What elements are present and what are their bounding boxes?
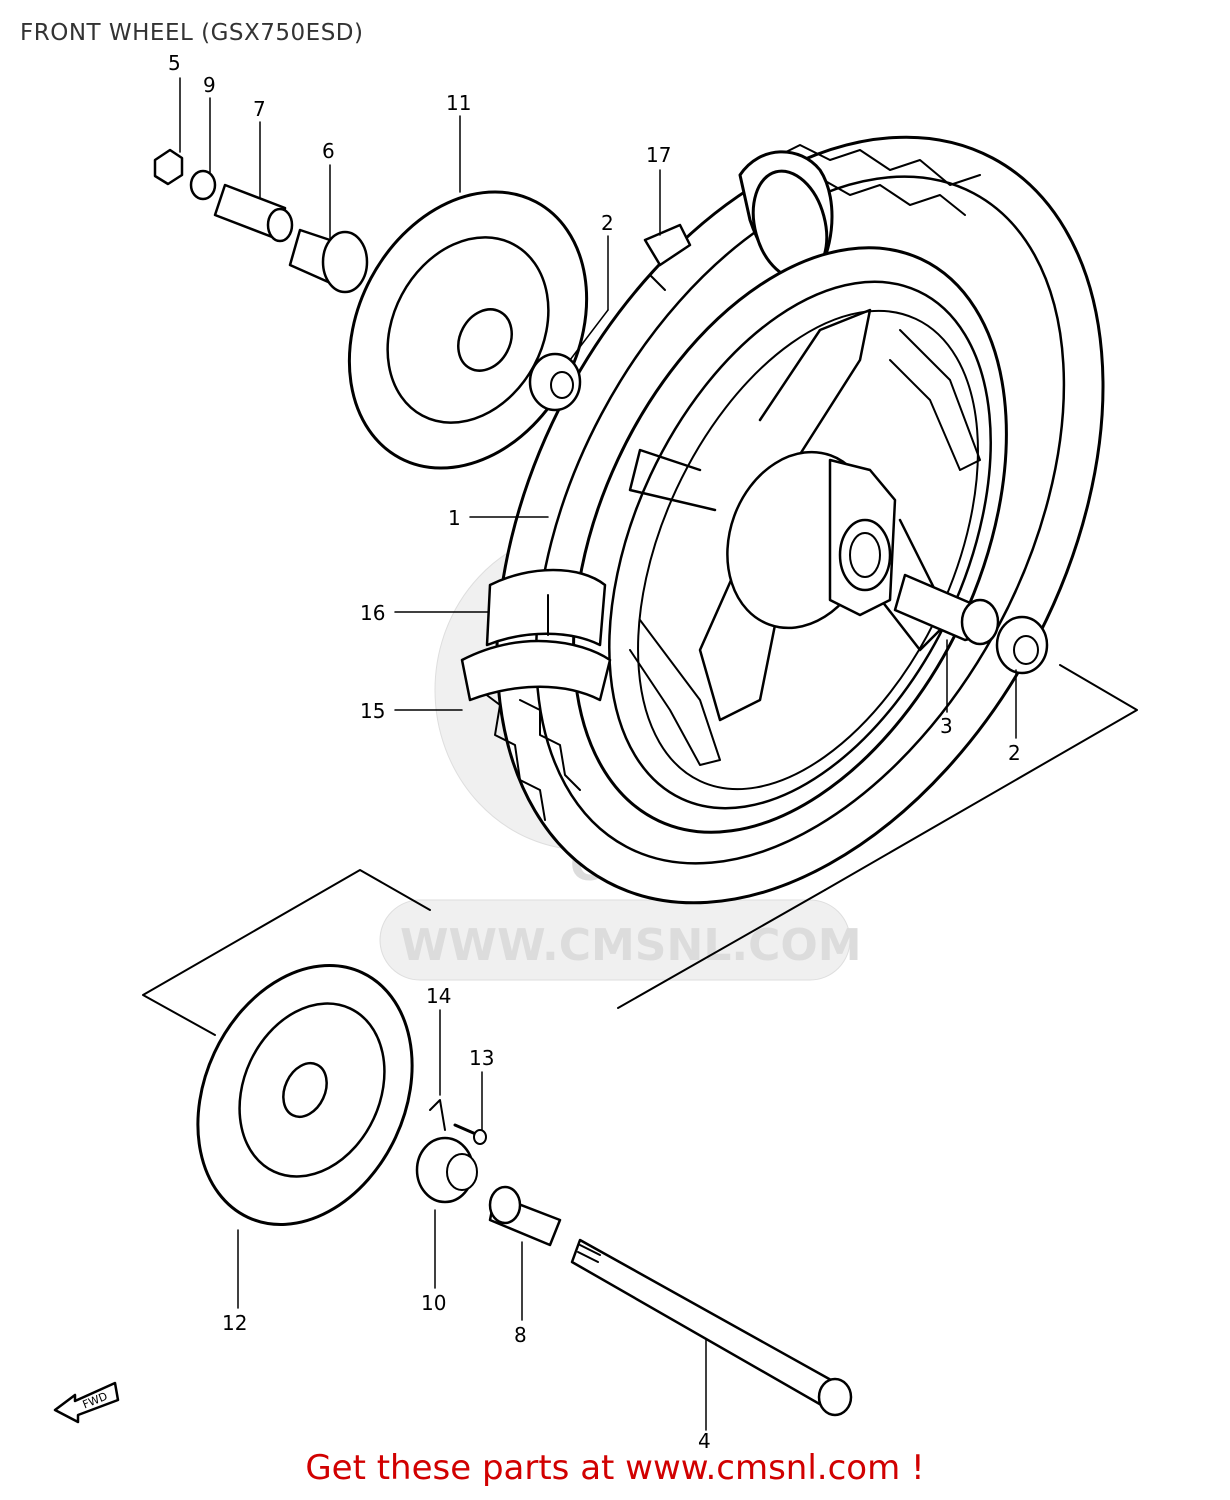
part-4-axle	[570, 1238, 853, 1417]
part-5-nut	[153, 148, 184, 186]
callout-4: 4	[698, 1429, 711, 1453]
callout-3: 3	[940, 714, 953, 738]
callout-2a: 2	[601, 211, 614, 235]
callout-5: 5	[168, 51, 181, 75]
callout-1: 1	[448, 506, 461, 530]
part-17-valve	[643, 223, 692, 291]
callout-13: 13	[469, 1046, 494, 1070]
watermark-url: WWW.CMSNL.COM	[400, 920, 862, 971]
lower-guide-outline	[142, 869, 431, 1036]
callout-9: 9	[203, 73, 216, 97]
fwd-arrow: FWD	[53, 1381, 120, 1424]
get-parts-link[interactable]: Get these parts at www.cmsnl.com !	[305, 1448, 925, 1488]
callout-14: 14	[426, 984, 451, 1008]
part-8-spacer	[488, 1185, 562, 1247]
part-3-spacer	[893, 573, 1000, 646]
page-title: FRONT WHEEL (GSX750ESD)	[20, 20, 364, 46]
part-2-bearing-right	[995, 615, 1049, 675]
part-9-washer	[189, 169, 217, 201]
part-10-speedometer-gearbox	[415, 1099, 478, 1204]
upper-guide-outline	[824, 664, 1138, 891]
part-16-rim-band	[485, 568, 607, 647]
part-2-bearing-upper	[528, 352, 582, 412]
wheel-hub	[726, 450, 897, 630]
part-7-spacer	[213, 183, 294, 243]
callout-16: 16	[360, 601, 385, 625]
callout-15: 15	[360, 699, 385, 723]
leader-lines	[179, 77, 1017, 1431]
part-12-brake-disc-lower	[196, 964, 414, 1226]
part-13-screw	[453, 1123, 487, 1145]
callout-2b: 2	[1008, 741, 1021, 765]
callout-7: 7	[253, 97, 266, 121]
callout-labels: 5 9 7 6 11 2 17 1 16 15 3 2 14 13 12 10 …	[168, 51, 1021, 1453]
lower-guide-edge	[617, 889, 826, 1009]
callout-11: 11	[446, 91, 471, 115]
callout-12: 12	[222, 1311, 247, 1335]
callout-8: 8	[514, 1323, 527, 1347]
callout-17: 17	[646, 143, 671, 167]
part-15-tire-section	[460, 639, 612, 702]
part-6-collar	[288, 228, 369, 294]
callout-6: 6	[322, 139, 335, 163]
callout-10: 10	[421, 1291, 446, 1315]
